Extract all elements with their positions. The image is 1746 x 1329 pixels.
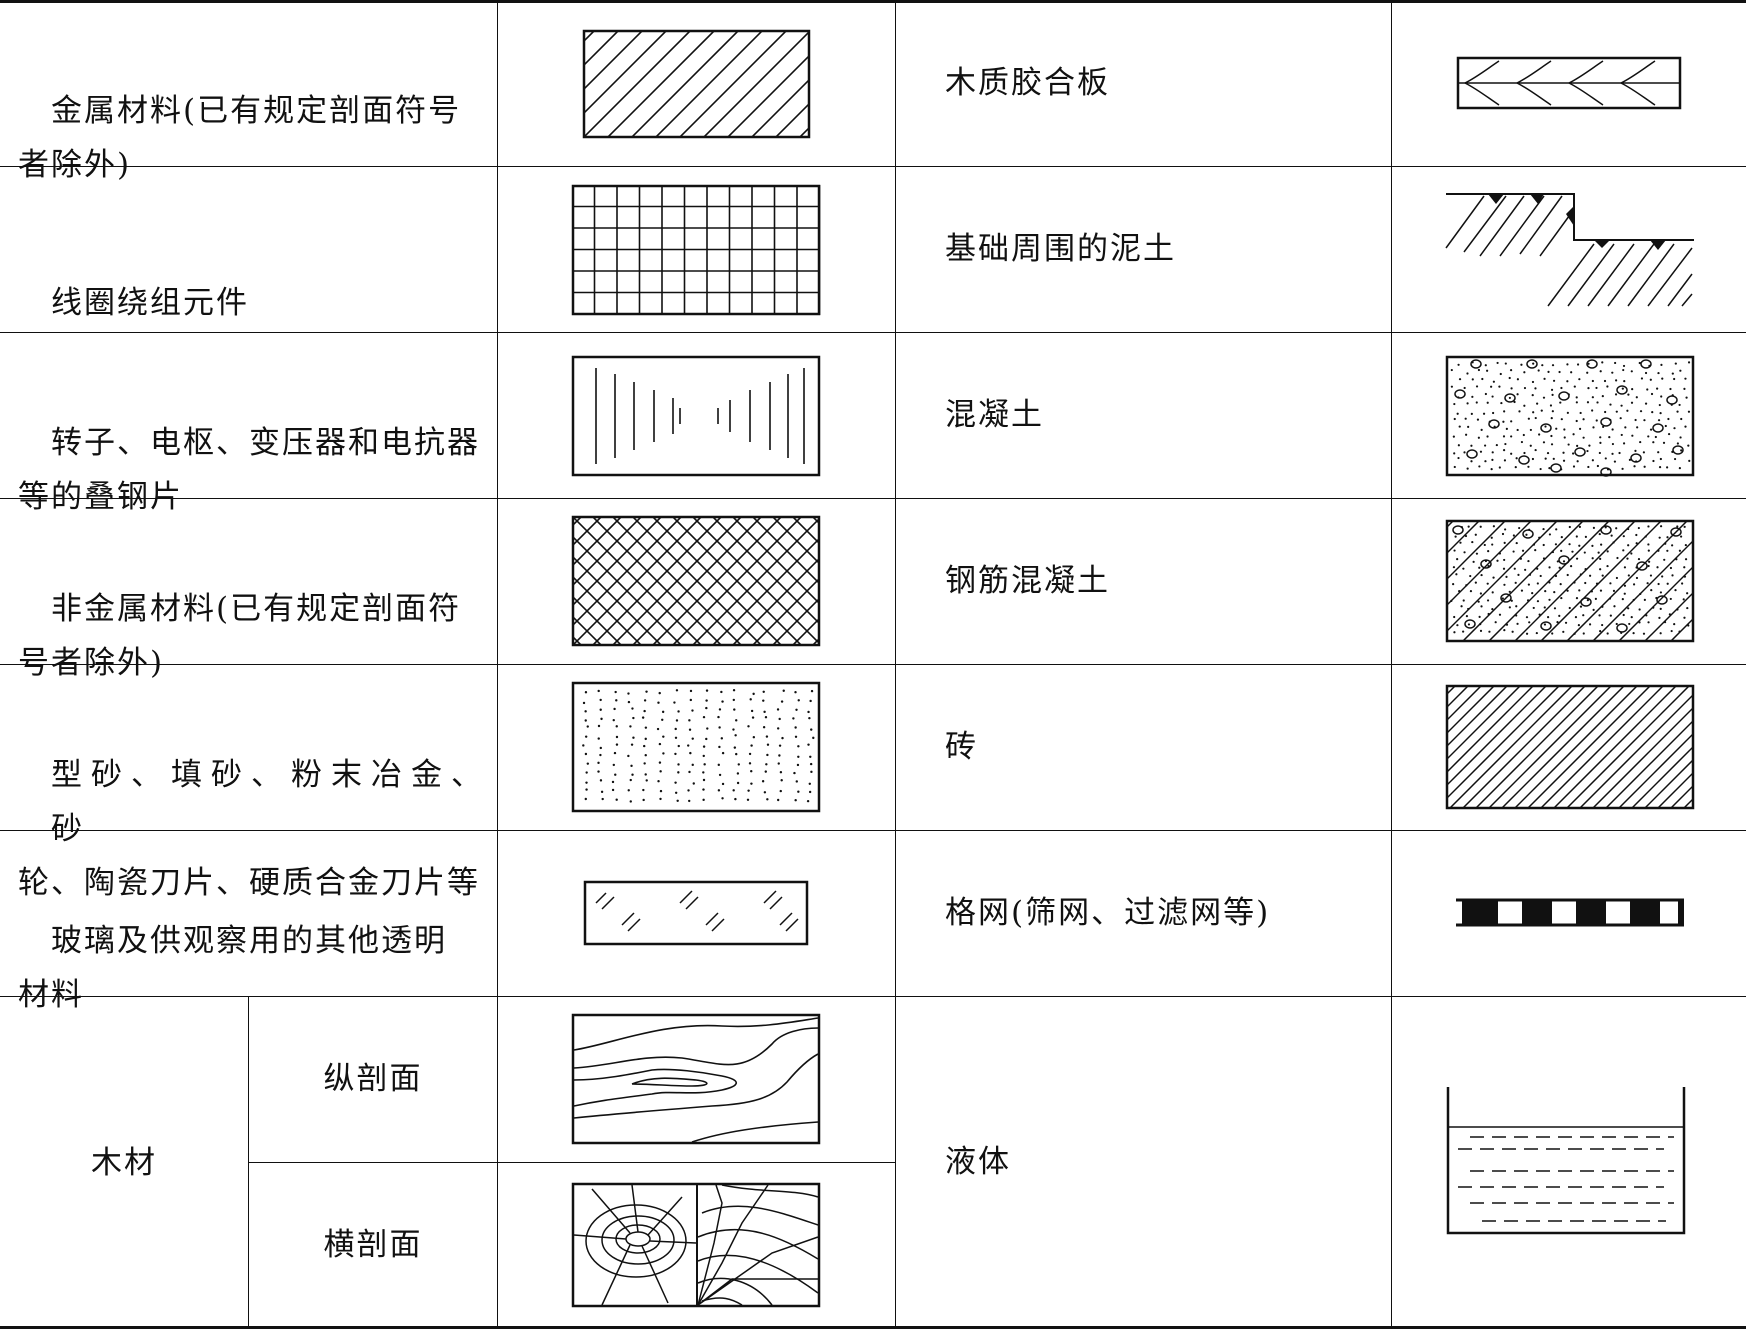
sand-dots-symbol — [571, 681, 821, 813]
coil-grid-symbol — [571, 184, 821, 316]
table-top-border — [0, 0, 1746, 3]
lamination-symbol — [571, 355, 821, 477]
nonmetal-crosshatch-symbol — [571, 515, 821, 647]
wood-longitudinal-label: 纵剖面 — [323, 1061, 423, 1097]
row-divider — [0, 332, 1746, 333]
right-row-3-name: 混凝土 — [945, 397, 1044, 433]
right-row-7-name: 液体 — [945, 1144, 1011, 1180]
left-row-2-name: 线圈绕组元件 — [51, 285, 249, 321]
left-row-6-name: 玻璃及供观察用的其他透明材料 — [18, 923, 447, 1013]
wood-longitudinal-symbol — [571, 1013, 821, 1145]
row-divider — [0, 830, 1746, 831]
grating-symbol — [1456, 898, 1684, 927]
row-divider — [0, 498, 1746, 499]
right-row-5-name: 砖 — [945, 729, 978, 765]
left-row-5-name: 型砂、填砂、粉末冶金、砂轮、陶瓷刀片、硬质合金刀片等 — [18, 757, 491, 901]
soil-symbol — [1445, 193, 1694, 307]
wood-transverse-symbol — [571, 1182, 821, 1308]
right-row-4-name: 钢筋混凝土 — [945, 563, 1110, 599]
right-row-2-name: 基础周围的泥土 — [945, 231, 1176, 267]
glass-symbol — [583, 880, 809, 946]
wood-sub-divider — [249, 1162, 895, 1163]
row-divider — [0, 996, 1746, 997]
wood-transverse-label: 横剖面 — [323, 1227, 423, 1263]
brick-symbol — [1445, 684, 1695, 810]
right-row-6-name: 格网(筛网、过滤网等) — [945, 895, 1271, 931]
row-divider — [0, 664, 1746, 665]
column-divider — [497, 0, 498, 1329]
right-row-1-name: 木质胶合板 — [945, 65, 1110, 101]
left-row-4-name: 非金属材料(已有规定剖面符号者除外) — [18, 591, 462, 681]
left-row-1-name: 金属材料(已有规定剖面符号者除外) — [18, 93, 462, 183]
wood-label: 木材 — [91, 1144, 157, 1181]
liquid-symbol — [1446, 1087, 1686, 1235]
column-divider — [895, 0, 896, 1329]
table-bottom-border — [0, 1326, 1746, 1329]
column-divider — [1391, 0, 1392, 1329]
metal-hatch-symbol — [582, 29, 811, 139]
left-row-3-name: 转子、电枢、变压器和电抗器等的叠钢片 — [18, 425, 480, 515]
row-divider — [0, 166, 1746, 167]
plywood-symbol — [1456, 56, 1682, 110]
reinforced-concrete-symbol — [1445, 519, 1695, 643]
concrete-symbol — [1445, 355, 1695, 477]
wood-column-divider — [248, 996, 249, 1329]
